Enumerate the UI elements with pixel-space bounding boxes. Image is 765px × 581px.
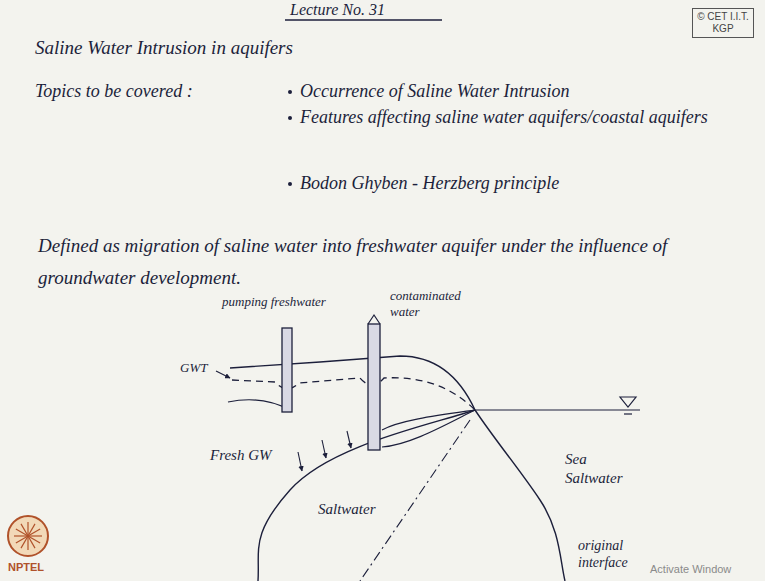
well-casing (282, 328, 292, 412)
bullet-dot (288, 182, 292, 186)
zone-label: Fresh GW (210, 446, 272, 465)
bullet-dot (288, 116, 292, 120)
logo-spoke (27, 536, 28, 550)
well-casing (368, 324, 380, 450)
water-level-symbol (620, 397, 636, 407)
water-level-symbol (624, 413, 632, 414)
logo-spoke (27, 522, 28, 536)
seabed-line (475, 410, 565, 581)
topic-item: Occurrence of Saline Water Intrusion (300, 80, 740, 103)
bullet-dot (288, 90, 292, 94)
logo-ring (8, 516, 48, 556)
zone-label: Sea Saltwater (565, 450, 637, 488)
gwt-leader (216, 371, 230, 378)
well-label: contaminated water (390, 288, 470, 321)
logo-spoke (16, 536, 28, 543)
sea-level-line (475, 409, 640, 410)
logo-spoke (28, 535, 42, 536)
nptel-logo (8, 516, 48, 556)
lecture-title: Lecture No. 31 (290, 0, 385, 20)
zone-label: Saltwater (318, 500, 376, 519)
logo-spoke (21, 524, 28, 536)
flow-arrow (347, 431, 351, 448)
flow-arrow (322, 440, 326, 458)
well-label: pumping freshwater (222, 294, 326, 310)
logo-spoke (28, 536, 35, 548)
definition: Defined as migration of saline water int… (38, 230, 738, 295)
aquifer-curve (228, 400, 290, 410)
topics-heading: Topics to be covered : (35, 80, 193, 103)
gwt-label: GWT (180, 360, 207, 376)
upconing-curve (382, 410, 475, 447)
interface-label: original interface (578, 538, 658, 572)
copyright-text: © CET I.I.T. KGP (697, 11, 749, 35)
topic-item: Features affecting saline water aquifers… (300, 106, 740, 129)
logo-text: NPTEL (8, 561, 44, 575)
water-table (232, 378, 475, 410)
flow-arrow (298, 452, 302, 471)
logo-spoke (14, 535, 28, 536)
upconing-curve (382, 410, 475, 430)
saltwater-interface (258, 410, 475, 581)
watermark: Activate Window (650, 563, 731, 577)
topic-item: Bodon Ghyben - Herzberg principle (300, 172, 740, 195)
well-top (368, 315, 380, 324)
heading: Saline Water Intrusion in aquifers (35, 36, 293, 60)
logo-spoke (28, 529, 40, 536)
copyright-box: © CET I.I.T. KGP (692, 8, 754, 38)
title-underline (285, 19, 442, 20)
